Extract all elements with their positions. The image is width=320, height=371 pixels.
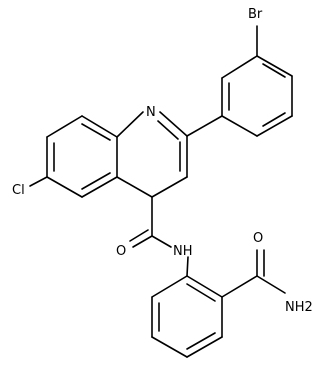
bond-c-cl — [29, 176, 48, 187]
primary-carboxamide — [221, 249, 286, 298]
bond-phenyl-quinoline — [186, 115, 223, 137]
atom-label-cl: Cl — [12, 183, 25, 198]
quinoline-pyridine-ring — [116, 111, 188, 198]
atom-label-nh2: NH2 — [285, 300, 313, 315]
atom-label-n: N — [146, 105, 156, 120]
bromophenyl-ring — [221, 55, 293, 137]
anilide-ring — [151, 275, 223, 358]
atom-label-o1: O — [116, 244, 126, 259]
atom-label-nh: NH — [173, 244, 193, 259]
amide-linker — [129, 196, 189, 277]
atom-label-o2: O — [253, 231, 263, 246]
atom-label-br: Br — [248, 7, 263, 22]
quinoline-benzo-ring — [46, 115, 118, 198]
